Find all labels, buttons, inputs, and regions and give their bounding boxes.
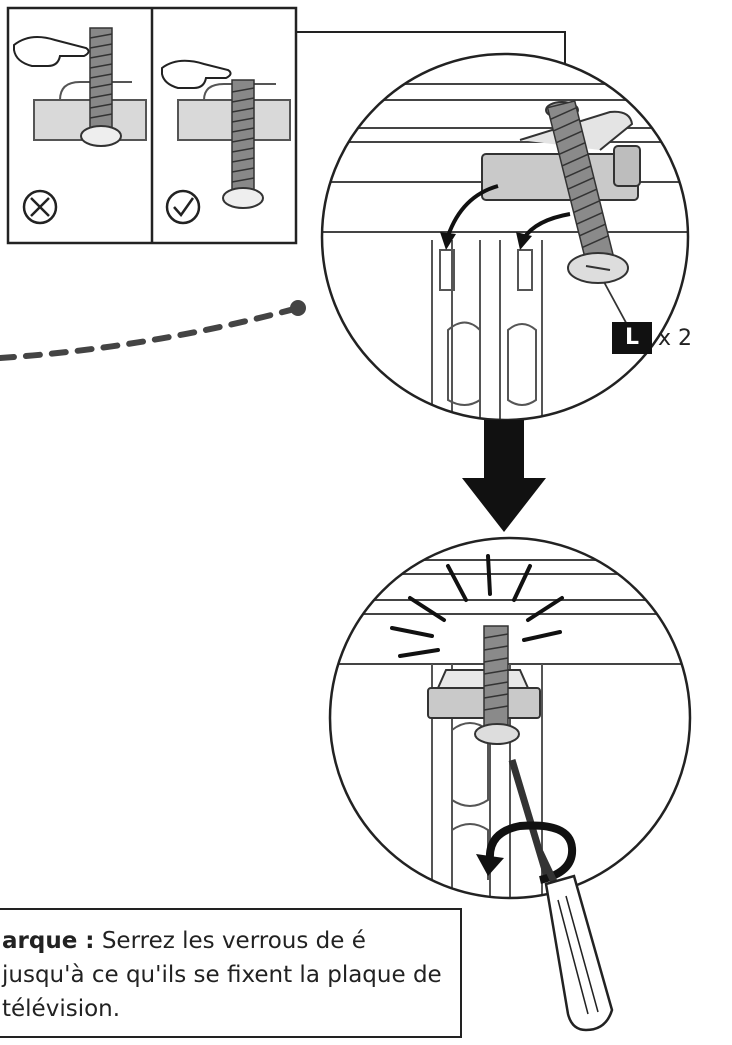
remark-label: arque : <box>2 928 95 954</box>
dashed-callout <box>0 300 306 361</box>
remark-body: Serrez les verrous de é jusqu'à ce qu'il… <box>2 928 442 1022</box>
part-label-l: L x 2 <box>612 321 692 355</box>
down-arrow <box>462 420 546 532</box>
inset-panels <box>6 6 298 245</box>
inset-wrong <box>13 27 147 225</box>
detail-circle-bottom <box>328 536 692 900</box>
detail-circle-top <box>320 52 690 422</box>
inset-correct <box>161 59 291 225</box>
cross-circle-icon <box>22 189 58 225</box>
part-letter: L <box>612 322 652 354</box>
remark-text-block: arque : Serrez les verrous de é jusqu'à … <box>2 924 450 1026</box>
part-quantity: x 2 <box>658 325 693 351</box>
screwdriver <box>536 850 614 1032</box>
remark-note: arque : Serrez les verrous de é jusqu'à … <box>0 908 462 1038</box>
check-circle-icon <box>165 189 201 225</box>
